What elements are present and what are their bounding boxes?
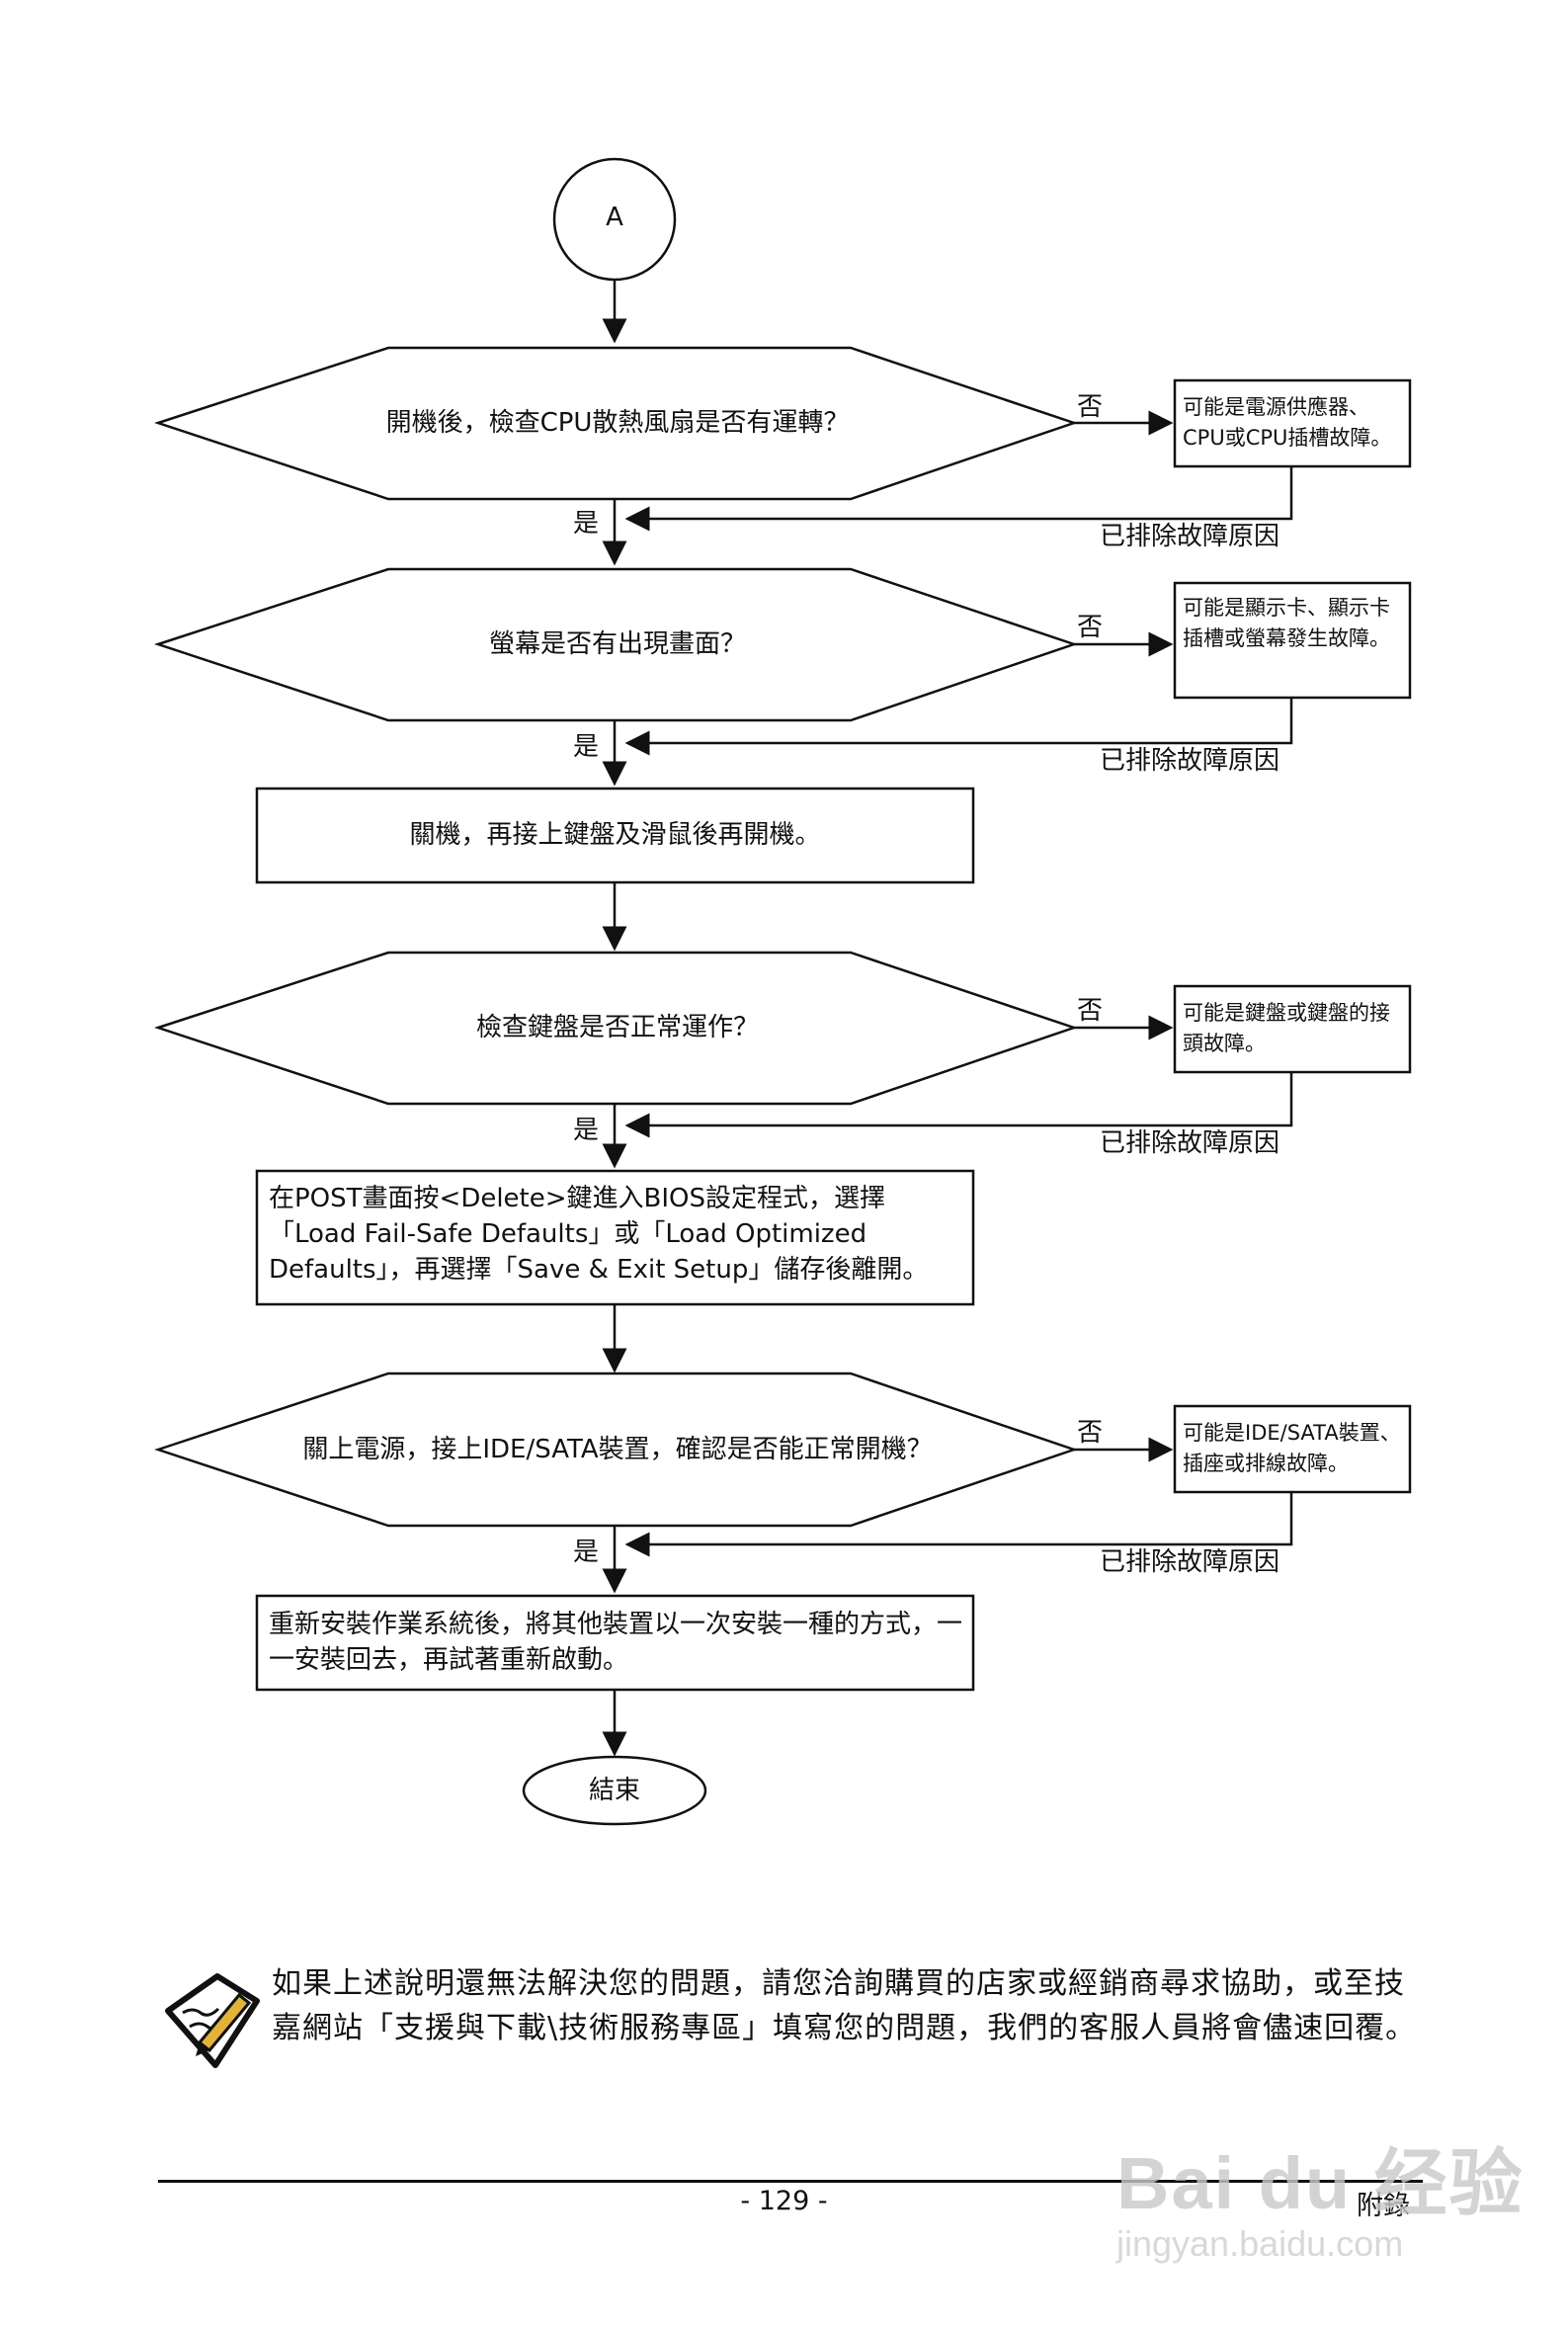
decision-1-text: 開機後，檢查CPU散熱風扇是否有運轉？ [385,408,850,438]
no-label-1: 否 [1077,392,1104,422]
yes-label-4: 是 [573,1538,600,1567]
process-2-text: 在POST畫面按<Delete>鍵進入BIOS設定程式，選擇「Load Fail… [269,1184,929,1285]
end-terminator [522,1755,707,1826]
fixed-label-3: 已排除故障原因 [1100,1128,1280,1158]
section-label: 附錄 [1357,2191,1410,2221]
yes-label-2: 是 [573,732,600,762]
page-number: - 129 - [740,2186,828,2216]
result-text-2: 可能是顯示卡、顯示卡插槽或螢幕發生故障。 [1183,596,1390,650]
watermark-logo: Bai du 经验 [1116,2142,1525,2224]
result-text-1: 可能是電源供應器、CPU或CPU插槽故障。 [1183,395,1392,450]
decision-2-text: 螢幕是否有出現畫面？ [488,629,746,659]
yes-label-1: 是 [573,509,600,539]
decision-3-text: 檢查鍵盤是否正常運作？ [475,1013,759,1042]
fixed-label-1: 已排除故障原因 [1100,522,1280,551]
result-text-3: 可能是鍵盤或鍵盤的接頭故障。 [1183,1001,1390,1055]
note-pencil-icon [165,1973,260,2068]
no-label-2: 否 [1077,613,1104,642]
fixed-label-4: 已排除故障原因 [1100,1547,1280,1577]
process-1-text: 關機，再接上鍵盤及滑鼠後再開機。 [409,820,821,850]
footer-divider [158,2180,1423,2183]
process-3-text: 重新安裝作業系統後，將其他裝置以一次安裝一種的方式，一一安裝回去，再試著重新啟動… [269,1610,963,1675]
no-label-3: 否 [1077,996,1104,1026]
help-note: 如果上述說明還無法解決您的問題，請您洽詢購買的店家或經銷商尋求協助，或至技嘉網站… [272,1966,1417,2045]
start-label: A [606,203,623,232]
watermark-url: jingyan.baidu.com [1116,2223,1404,2264]
no-label-4: 否 [1077,1418,1104,1448]
result-text-4: 可能是IDE/SATA裝置、插座或排線故障。 [1183,1421,1401,1475]
fixed-label-2: 已排除故障原因 [1100,746,1280,776]
yes-label-3: 是 [573,1116,600,1145]
decision-4-text: 關上電源，接上IDE/SATA裝置，確認是否能正常開機？ [302,1435,933,1464]
end-label: 結束 [588,1776,640,1805]
